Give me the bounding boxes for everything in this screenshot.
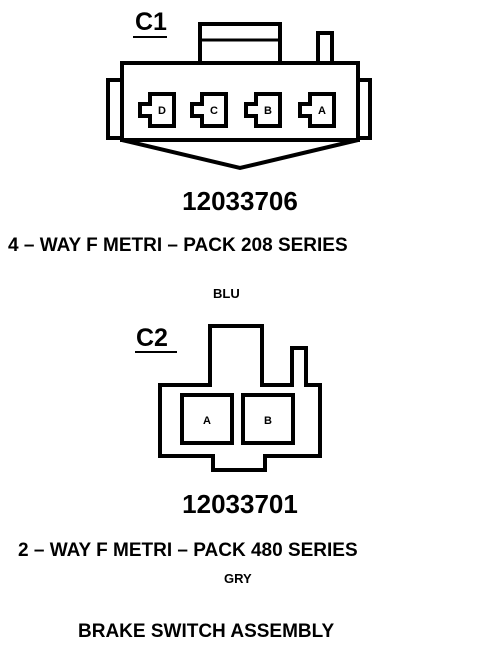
connector-c1-pins xyxy=(138,92,336,128)
c1-pin-d-label: D xyxy=(158,105,166,117)
c2-pin-a-label: A xyxy=(203,415,211,427)
connector-c2-pins xyxy=(180,393,295,445)
c2-part-number: 12033701 xyxy=(182,489,298,519)
c1-pin-d-cavity xyxy=(138,92,176,128)
c1-part-number: 12033706 xyxy=(182,186,298,216)
c1-pin-a-label: A xyxy=(318,105,326,117)
c2-pin-b-cavity xyxy=(241,393,295,445)
c1-wire-color: BLU xyxy=(213,286,240,301)
c1-pin-b-cavity xyxy=(244,92,282,128)
c2-pin-a-cavity xyxy=(180,393,234,445)
connector-c1-body xyxy=(106,22,372,171)
c1-description: 4 – WAY F METRI – PACK 208 SERIES xyxy=(8,235,348,256)
connector-c2-body xyxy=(158,324,322,472)
c2-pin-b-label: B xyxy=(264,415,272,427)
c1-pin-c-cavity xyxy=(190,92,228,128)
c2-description: 2 – WAY F METRI – PACK 480 SERIES xyxy=(18,540,358,561)
c1-pin-c-label: C xyxy=(210,105,218,117)
c1-pin-a-cavity xyxy=(298,92,336,128)
c2-wire-color: GRY xyxy=(224,571,252,586)
assembly-caption: BRAKE SWITCH ASSEMBLY xyxy=(78,621,335,642)
c1-pin-b-label: B xyxy=(264,105,272,117)
c1-connector-id: C1 xyxy=(135,8,167,36)
c2-connector-id: C2 xyxy=(136,324,168,352)
